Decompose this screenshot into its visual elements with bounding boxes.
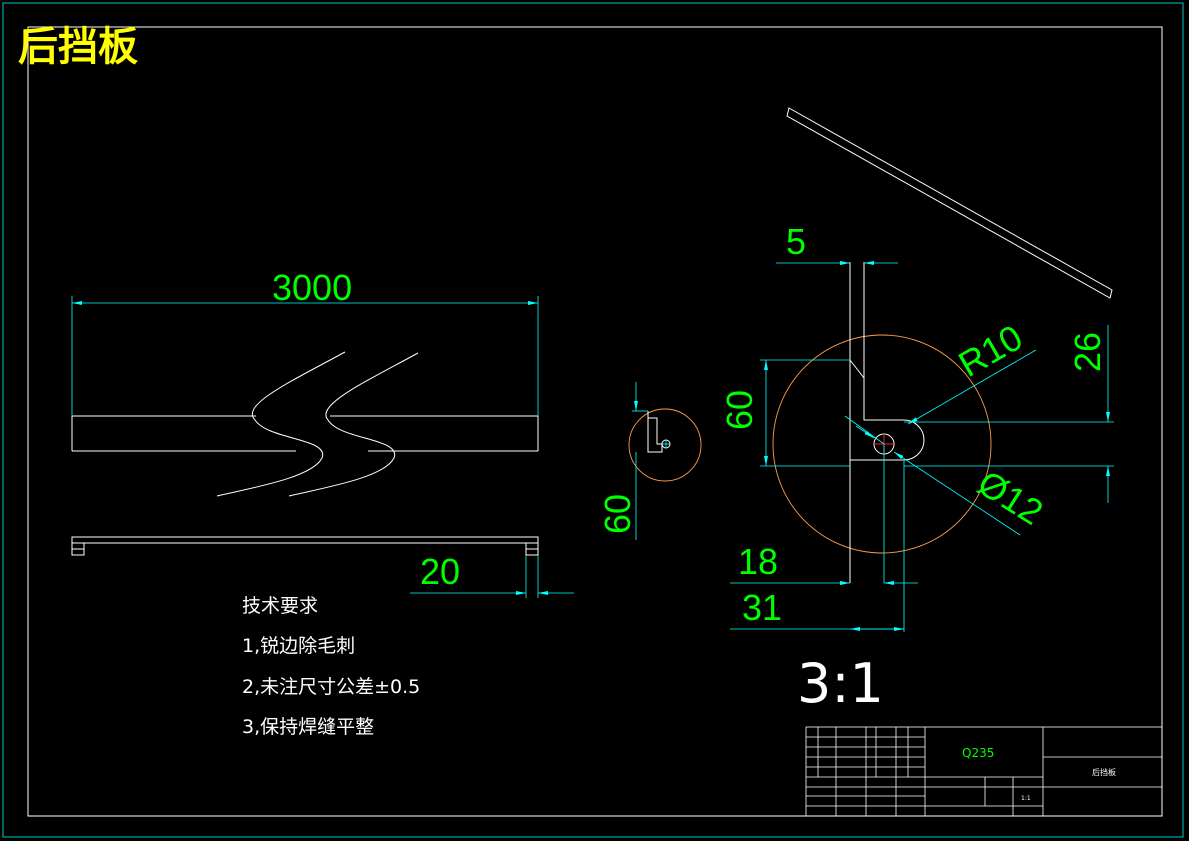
detail-circle-small bbox=[628, 408, 702, 482]
dimension-gap: 5 bbox=[776, 221, 898, 265]
dimension-x1: 18 bbox=[730, 541, 918, 585]
break-line-right bbox=[288, 352, 419, 497]
drawing-title: 后挡板 bbox=[18, 24, 138, 70]
dimension-flange: 20 bbox=[410, 551, 574, 598]
tech-req-item: 1,锐边除毛刺 bbox=[242, 635, 355, 657]
technical-requirements: 技术要求 1,锐边除毛刺 2,未注尺寸公差±0.5 3,保持焊缝平整 bbox=[242, 595, 420, 738]
inner-frame bbox=[27, 26, 1163, 817]
dimension-x1-text: 18 bbox=[738, 541, 778, 582]
dimension-offset-text: 26 bbox=[1067, 332, 1108, 372]
top-view bbox=[71, 536, 539, 556]
enlarged-detail bbox=[772, 262, 992, 632]
dimension-side-height: 60 bbox=[597, 382, 648, 540]
title-block: Q235 后挡板 1:1 bbox=[805, 726, 1163, 817]
material-label: Q235 bbox=[962, 746, 994, 760]
part-name-label: 后挡板 bbox=[1092, 767, 1116, 777]
tech-req-item: 2,未注尺寸公差±0.5 bbox=[242, 676, 420, 698]
dimension-length-text: 3000 bbox=[272, 267, 352, 308]
dimension-height: 60 bbox=[719, 359, 850, 467]
dimension-length: 3000 bbox=[71, 267, 539, 416]
dimension-radius: R10 bbox=[907, 316, 1037, 425]
dimension-flange-text: 20 bbox=[420, 551, 460, 592]
tech-req-heading: 技术要求 bbox=[242, 595, 318, 617]
scale-label: 3:1 bbox=[797, 652, 884, 715]
dimension-side-height-text: 60 bbox=[597, 494, 638, 534]
tech-req-item: 3,保持焊缝平整 bbox=[242, 716, 374, 738]
dimension-offset: 26 bbox=[904, 325, 1114, 503]
dimension-x2: 31 bbox=[730, 587, 904, 631]
dimension-x2-text: 31 bbox=[742, 587, 782, 628]
front-view bbox=[71, 351, 539, 497]
dimension-gap-text: 5 bbox=[786, 221, 806, 262]
dimension-hole: Ø12 bbox=[855, 425, 1050, 536]
side-view bbox=[628, 408, 702, 482]
break-line-left bbox=[216, 351, 346, 497]
detail-circle-large bbox=[772, 334, 992, 554]
dimension-hole-text: Ø12 bbox=[971, 462, 1050, 533]
dimension-height-text: 60 bbox=[719, 390, 760, 430]
dimension-radius-text: R10 bbox=[952, 316, 1030, 385]
isometric-bar bbox=[786, 107, 1113, 299]
scale-cell: 1:1 bbox=[1021, 795, 1031, 802]
